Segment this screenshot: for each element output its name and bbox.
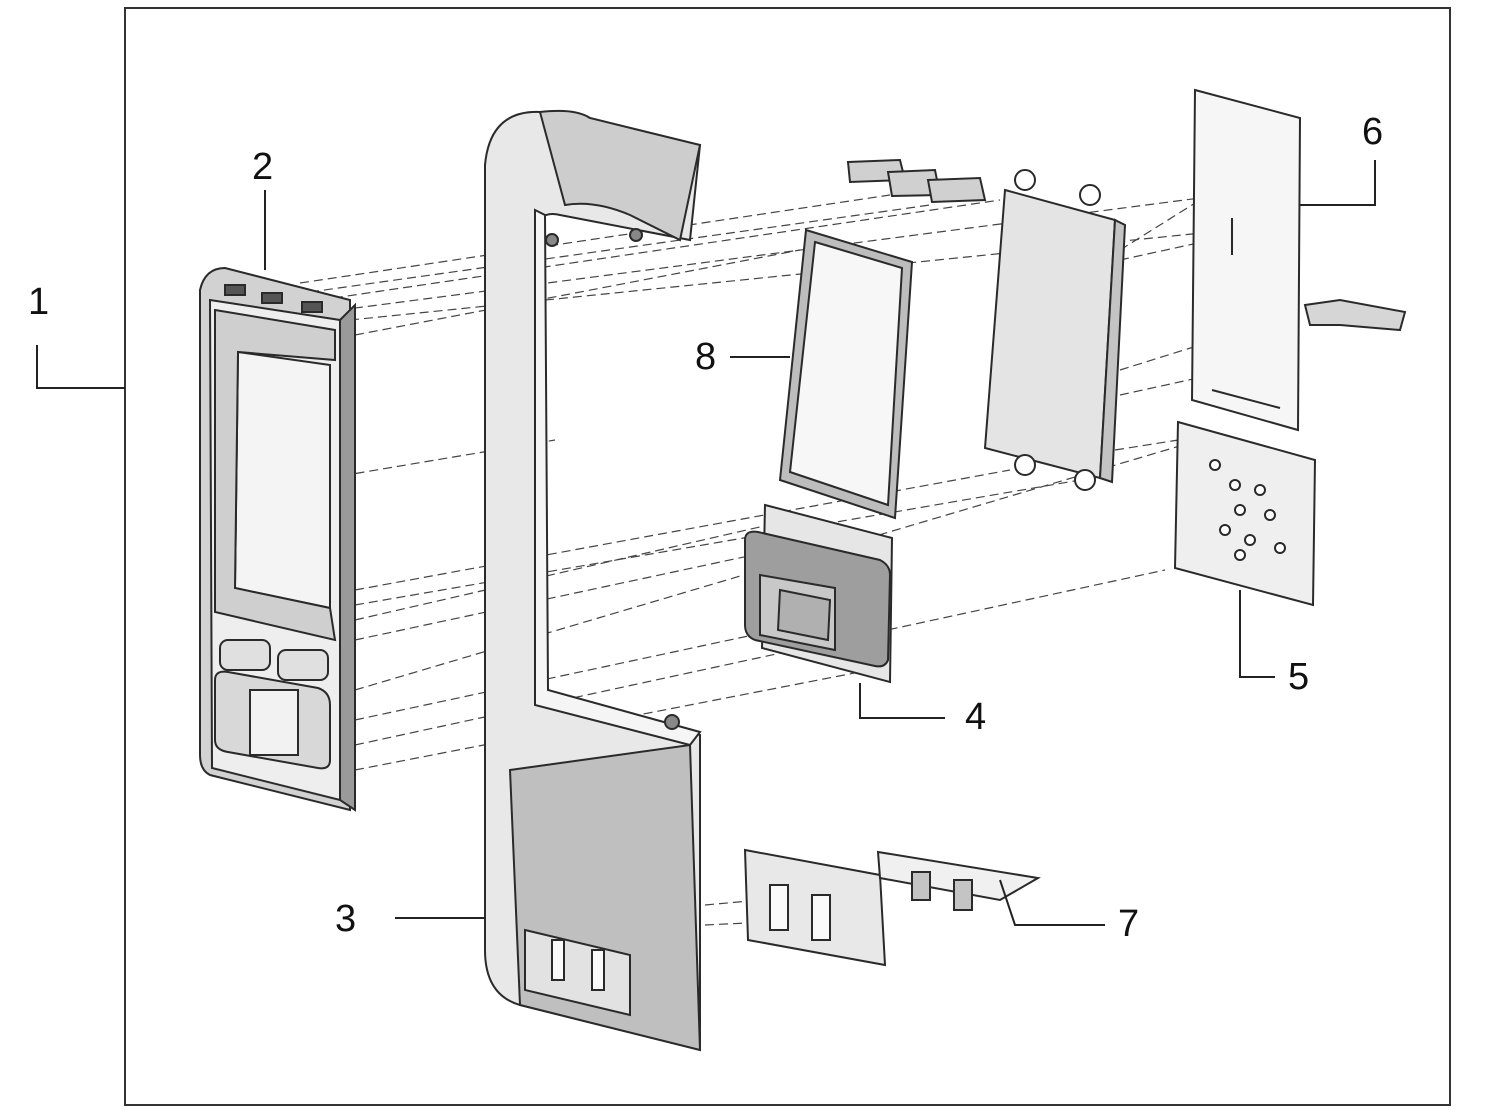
controller-box-part <box>983 169 1127 491</box>
top-connector-part <box>846 158 987 204</box>
callout-3: 3 <box>335 898 357 940</box>
leader-lines <box>36 160 1376 926</box>
keypad-module-part <box>744 503 894 684</box>
display-panel-part <box>778 228 914 520</box>
callout-1: 1 <box>28 281 50 323</box>
main-housing-part <box>484 109 702 1052</box>
front-bezel-part <box>199 266 356 812</box>
rear-plate-part <box>1190 88 1407 432</box>
callout-4: 4 <box>965 696 987 738</box>
callout-2: 2 <box>252 146 274 188</box>
assembly-frame <box>124 7 1451 1106</box>
callout-8: 8 <box>695 336 717 378</box>
callout-6: 6 <box>1362 111 1384 153</box>
callout-7: 7 <box>1118 903 1140 945</box>
callout-5: 5 <box>1288 656 1310 698</box>
perforated-board-part <box>1173 420 1317 607</box>
usb-bracket-part <box>743 848 1041 967</box>
